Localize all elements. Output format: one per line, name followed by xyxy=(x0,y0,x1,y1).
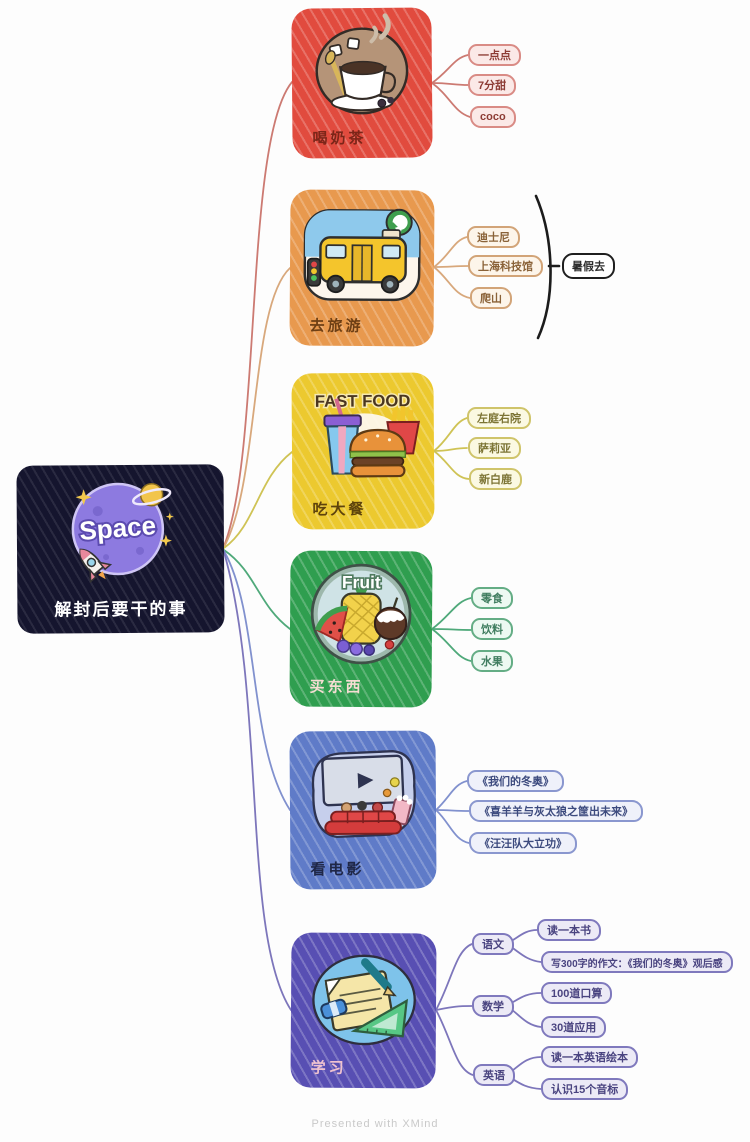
branch-label-study: 学习 xyxy=(310,1059,347,1077)
fast-food-title: FAST FOOD xyxy=(315,391,411,411)
topic-subject-chinese[interactable]: 语文 xyxy=(472,933,514,955)
branch-label-movies: 看电影 xyxy=(310,860,365,879)
fruit-illustration: Fruit xyxy=(310,563,412,665)
fast-food-illustration: FAST FOOD xyxy=(313,390,421,478)
topic-subject-math[interactable]: 数学 xyxy=(472,995,514,1017)
line-root-shopping xyxy=(223,549,291,630)
topic-movie[interactable]: 《我们的冬奥》 xyxy=(467,770,564,792)
topic-shopping-item[interactable]: 零食 xyxy=(471,587,513,609)
topic-task[interactable]: 认识15个音标 xyxy=(541,1078,629,1100)
planet-icon xyxy=(131,483,171,507)
topic-travel-place[interactable]: 迪士尼 xyxy=(467,226,520,248)
pencil-icon xyxy=(360,958,397,997)
topic-subject-english[interactable]: 英语 xyxy=(473,1064,515,1086)
topic-restaurant[interactable]: 左庭右院 xyxy=(467,407,531,429)
topic-travel-place[interactable]: 爬山 xyxy=(470,287,512,309)
topic-restaurant[interactable]: 萨莉亚 xyxy=(468,437,521,459)
cinema-illustration xyxy=(311,750,416,839)
cinema-seats-icon xyxy=(324,810,402,835)
topic-task[interactable]: 30道应用 xyxy=(541,1016,607,1038)
topic-task[interactable]: 读一本英语绘本 xyxy=(541,1046,638,1068)
fries-icon xyxy=(386,406,421,455)
watermark: Presented with XMind xyxy=(311,1118,439,1130)
line-root-milk-tea xyxy=(223,81,293,547)
root-label: 解封后要干的事 xyxy=(54,599,188,620)
triangle-ruler-icon xyxy=(350,998,408,1038)
topic-movie[interactable]: 《汪汪队大立功》 xyxy=(469,832,577,854)
line-root-travel xyxy=(223,267,291,548)
eraser-icon xyxy=(319,998,347,1020)
fan-movies xyxy=(435,780,470,844)
fan-milk-tea xyxy=(431,54,471,118)
branch-label-feast: 吃大餐 xyxy=(312,500,367,519)
study-illustration xyxy=(311,954,416,1046)
branch-label-shopping: 买东西 xyxy=(309,678,364,697)
branch-label-milk-tea: 喝奶茶 xyxy=(312,129,367,148)
rocket-icon xyxy=(78,548,112,584)
line-root-movies xyxy=(223,550,291,811)
topic-milk-tea-brand[interactable]: coco xyxy=(470,106,516,128)
callout-summer-vacation[interactable]: 暑假去 xyxy=(562,253,615,279)
popcorn-cup-icon xyxy=(389,794,413,826)
topic-shopping-item[interactable]: 饮料 xyxy=(471,618,513,640)
fan-shopping xyxy=(431,597,472,662)
star-icon xyxy=(75,489,174,547)
branch-label-travel: 去旅游 xyxy=(309,317,364,336)
branch-node-milk-tea[interactable]: 喝奶茶 xyxy=(291,7,433,159)
topic-restaurant[interactable]: 新白鹿 xyxy=(469,468,522,490)
topic-shopping-item[interactable]: 水果 xyxy=(471,650,513,672)
topic-milk-tea-brand[interactable]: 一点点 xyxy=(468,44,521,66)
fan-feast xyxy=(433,417,470,480)
fruit-title: Fruit xyxy=(342,572,381,592)
topic-milk-tea-brand[interactable]: 7分甜 xyxy=(468,74,517,96)
watermelon-icon xyxy=(314,605,349,643)
burger-icon xyxy=(349,428,407,478)
branch-node-shopping[interactable]: Fruit 买东西 xyxy=(289,550,433,708)
choco-fruit-icon xyxy=(373,597,408,641)
line-root-feast xyxy=(223,451,293,549)
fan-travel xyxy=(433,236,471,299)
topic-movie[interactable]: 《喜羊羊与灰太狼之筐出未来》 xyxy=(469,800,643,822)
branch-node-movies[interactable]: 看电影 xyxy=(289,730,437,890)
topic-task[interactable]: 100道口算 xyxy=(541,982,613,1004)
topic-travel-place[interactable]: 上海科技馆 xyxy=(468,255,543,277)
topic-task[interactable]: 写300字的作文：《我们的冬奥》观后感 xyxy=(541,951,733,973)
branch-node-study[interactable]: 学习 xyxy=(290,932,437,1089)
space-badge-text: Space xyxy=(78,510,157,546)
travel-bus-illustration xyxy=(303,208,421,302)
branch-node-feast[interactable]: FAST FOOD 吃大餐 xyxy=(291,372,435,530)
space-badge-illustration: Space xyxy=(71,482,174,584)
berries-icon xyxy=(336,639,395,656)
root-node[interactable]: Space 解封后要干的事 xyxy=(16,464,225,634)
branch-node-travel[interactable]: 去旅游 xyxy=(289,189,435,347)
topic-task[interactable]: 读一本书 xyxy=(537,919,601,941)
milk-tea-illustration xyxy=(315,13,409,115)
drink-icon xyxy=(323,398,362,475)
line-root-study xyxy=(223,551,292,1011)
